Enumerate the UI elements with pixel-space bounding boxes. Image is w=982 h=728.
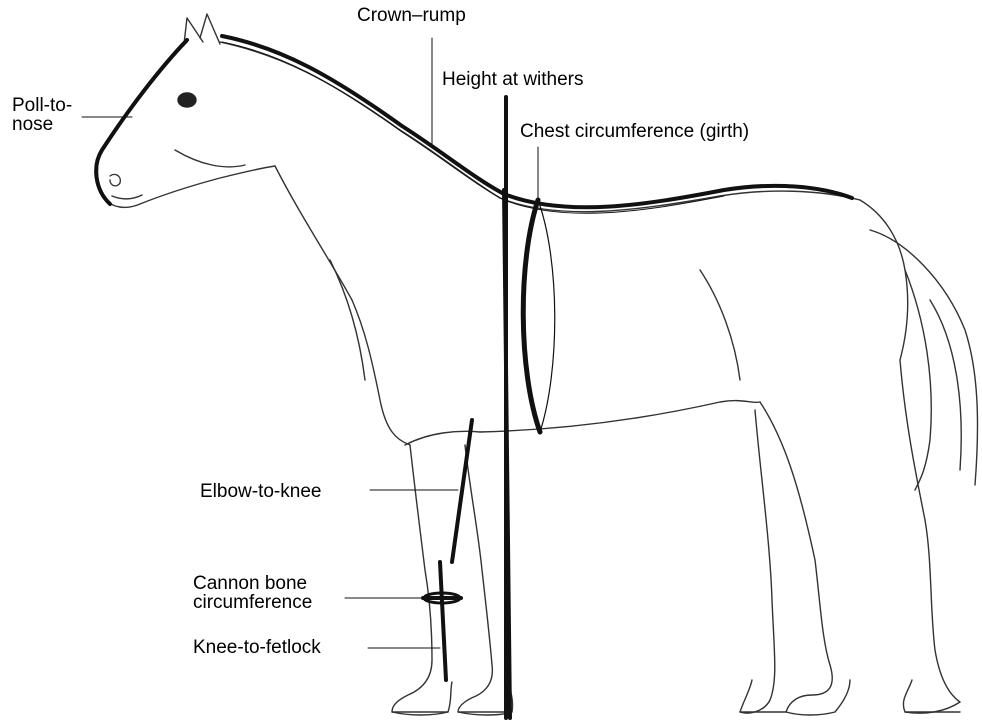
label-chest-circumference: Chest circumference (girth) <box>520 122 749 141</box>
horse-nostril <box>110 174 120 185</box>
horse-head <box>97 42 275 207</box>
label-cannon-bone-line1: Cannon bone <box>193 574 312 593</box>
horse-mouth <box>112 195 142 199</box>
horse-belly <box>480 401 760 432</box>
chest-girth-back-line <box>538 200 555 432</box>
label-cannon-bone-line2: circumference <box>193 593 312 612</box>
horse-eye <box>178 93 196 107</box>
horse-jaw <box>175 150 245 167</box>
label-poll-to-nose-line1: Poll-to- <box>12 96 72 115</box>
label-cannon-bone: Cannon bone circumference <box>193 574 312 612</box>
label-elbow-to-knee: Elbow-to-knee <box>200 482 321 501</box>
label-knee-to-fetlock: Knee-to-fetlock <box>193 638 321 657</box>
horse-neck-underside <box>275 166 410 445</box>
horse-hind-leg-inner <box>740 410 775 713</box>
label-poll-to-nose-line2: nose <box>12 115 72 134</box>
chest-girth-front-line <box>523 200 540 432</box>
elbow-to-knee-line <box>452 420 472 562</box>
horse-front-leg-left <box>392 445 452 715</box>
horse-rump <box>860 200 908 360</box>
horse-hind-leg-back <box>900 360 960 713</box>
horse-tail <box>870 230 978 490</box>
label-crown-rump: Crown–rump <box>357 6 466 25</box>
horse-shoulder <box>330 260 740 380</box>
horse-hind-leg <box>760 402 850 715</box>
label-poll-to-nose: Poll-to- nose <box>12 96 72 134</box>
label-height-at-withers: Height at withers <box>442 70 584 89</box>
horse-ear-right <box>200 14 220 44</box>
knee-to-fetlock-line <box>440 562 446 680</box>
